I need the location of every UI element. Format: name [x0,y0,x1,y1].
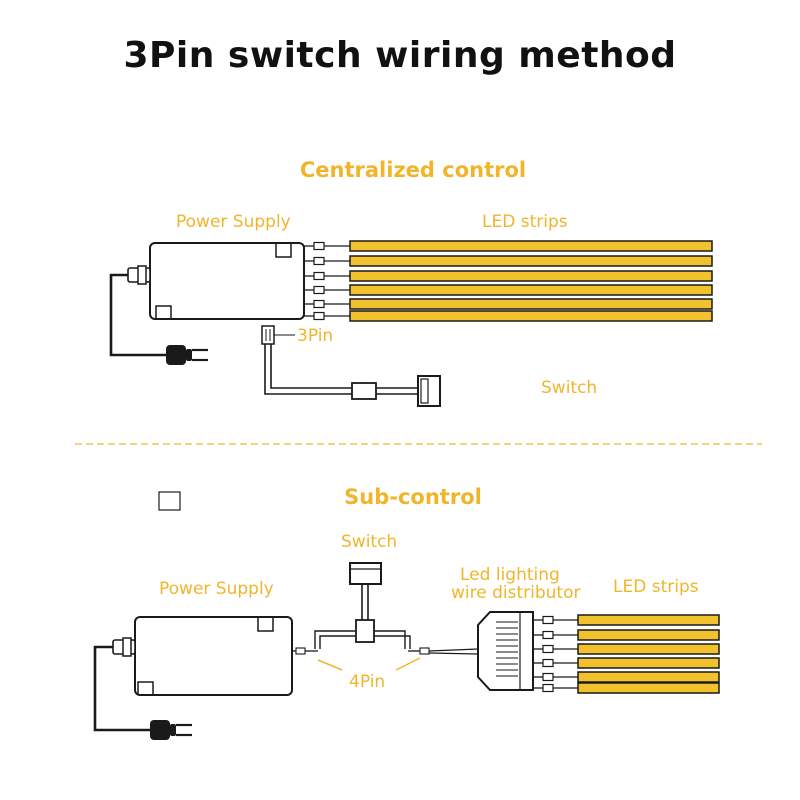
led-strip [349,270,713,282]
led-strip [349,298,713,310]
led-strip [577,629,720,641]
placeholder-box [158,491,181,511]
centralized-switch [264,344,441,407]
wire-distributor [477,611,534,691]
page-title: 3Pin switch wiring method [123,35,677,76]
centralized-heading: Centralized control [299,158,527,182]
sub-control-heading: Sub-control [344,485,482,509]
led-strip [349,284,713,296]
sub-4pin-label: 4Pin [349,672,386,692]
sub-switch [349,562,382,643]
sub-power-supply [112,616,296,696]
sub-power-supply-label: Power Supply [159,579,274,599]
sub-led-strips-label: LED strips [613,577,699,597]
led-strip [349,240,713,252]
sub-4pin-wiring [295,630,479,671]
centralized-ac-cord [109,273,208,365]
centralized-output-wires [304,241,350,321]
sub-ac-cord [93,645,192,740]
centralized-switch-label: Switch [541,378,598,398]
centralized-3pin-label: 3Pin [297,326,334,346]
led-strip [349,310,713,322]
distributor-label-line1: Led lighting [460,565,560,585]
led-strip [577,614,720,626]
centralized-power-supply [127,242,305,320]
led-strip [577,643,720,655]
sub-output-wires [533,615,578,693]
led-strip [349,255,713,267]
centralized-3pin-connector [261,325,295,345]
distributor-label-line2: wire distributor [451,583,581,603]
centralized-led-strips [349,240,713,322]
led-strip [577,682,720,694]
centralized-led-strips-label: LED strips [482,212,568,232]
sub-led-strips [577,614,720,694]
sub-switch-label: Switch [341,532,398,552]
led-strip [577,657,720,669]
centralized-power-supply-label: Power Supply [176,212,291,232]
led-strip [577,671,720,683]
